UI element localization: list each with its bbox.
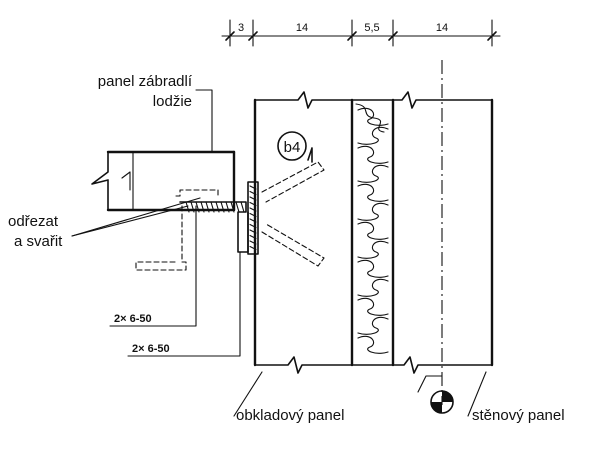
weld-hatch	[185, 185, 257, 251]
top-break-line-wall	[392, 91, 493, 109]
weld-hatch-line	[249, 218, 257, 223]
weld-hatch-line	[249, 196, 257, 201]
cut-weld-leader-1	[71, 197, 201, 237]
cut-weld-label-line2: a svařit	[14, 233, 63, 250]
cladding-panel-label: obkladový panel	[236, 407, 344, 424]
weld-hatch-line	[240, 201, 245, 213]
railing-panel-break-line	[91, 151, 109, 211]
anchor-bars	[261, 161, 325, 267]
railing-panel-mark	[121, 171, 131, 191]
weld-hatch-line	[249, 223, 257, 229]
weld-hatch-line	[205, 201, 210, 213]
weld-hatch-line	[210, 201, 215, 213]
dimension-tick-1	[225, 31, 235, 41]
weld-leader-upper	[109, 205, 197, 327]
weld-hatch-line	[249, 207, 257, 212]
cut-weld-label-line1: odřezat	[8, 213, 59, 230]
cladding-panel-leader	[233, 371, 263, 417]
level-symbol-quadrant-2	[431, 402, 442, 413]
weld-leader-lower	[127, 251, 241, 357]
weld-hatch-line	[215, 201, 220, 213]
weld-hatch-line	[230, 201, 235, 213]
dimension-tick-2	[248, 31, 258, 41]
insulation-squiggle	[357, 126, 389, 145]
insulation-layer	[357, 107, 389, 354]
dimension-chain: 3 14 5,5 14	[221, 19, 501, 47]
level-symbol-quadrant-1	[442, 391, 453, 402]
weld-hatch-line	[249, 201, 257, 207]
weld-hatch-line	[225, 201, 230, 213]
anchor-bar-upper	[261, 161, 325, 203]
weld-hatch-line	[185, 201, 190, 213]
top-break-line-cladding	[254, 91, 353, 109]
weld-hatch-line	[249, 240, 257, 245]
dimension-value-4: 14	[436, 22, 448, 34]
insulation-squiggle	[357, 145, 389, 164]
dimension-tick-4	[388, 31, 398, 41]
wall-panel-label: stěnový panel	[472, 407, 565, 424]
weld-symbol-lower: 2× 6-50	[132, 343, 170, 355]
detail-reference-mark	[307, 147, 313, 163]
bottom-break-line-cladding	[254, 356, 353, 374]
wall-assembly	[253, 60, 494, 405]
weld-hatch-line	[249, 245, 257, 251]
insulation-squiggle	[357, 164, 389, 183]
bottom-break-line-wall	[392, 356, 493, 374]
level-symbol-leader	[417, 375, 443, 393]
insulation-squiggle	[357, 316, 389, 335]
insulation-squiggle	[357, 202, 389, 221]
railing-panel-label-line1: panel zábradlí	[98, 73, 193, 90]
cut-weld-leader-2	[71, 205, 189, 237]
cladding-steel-plate	[247, 181, 259, 255]
weld-hatch-line	[200, 201, 205, 213]
dimension-value-2: 14	[296, 22, 308, 34]
anchor-bar-lower	[261, 223, 325, 267]
detail-reference-text: b4	[284, 139, 301, 156]
weld-hatch-line	[249, 190, 257, 196]
labels: panel zábradlí lodžie odřezat a svařit 2…	[8, 73, 565, 424]
weld-hatch-line	[249, 229, 257, 234]
dimension-tick-3	[347, 31, 357, 41]
insulation-squiggle	[357, 297, 389, 316]
insulation-hatch	[355, 103, 385, 133]
weld-hatch-line	[249, 185, 257, 190]
embedded-plate-lower	[135, 205, 187, 271]
railing-panel-label-line2: lodžie	[153, 93, 192, 110]
insulation-squiggle	[357, 335, 389, 354]
detail-reference: b4	[277, 131, 313, 163]
railing-panel-leader	[195, 89, 213, 153]
weld-hatch-line	[220, 201, 225, 213]
weld-symbol-upper: 2× 6-50	[114, 313, 152, 325]
dimension-tick-5	[487, 31, 497, 41]
steel-bracket	[135, 181, 259, 271]
weld-hatch-line	[249, 212, 257, 218]
dimension-value-1: 3	[238, 22, 244, 34]
insulation-squiggle	[357, 278, 389, 297]
embedded-plate-upper	[175, 189, 219, 199]
weld-hatch-line	[190, 201, 195, 213]
insulation-squiggle	[357, 183, 389, 202]
insulation-squiggle	[357, 221, 389, 240]
dimension-value-3: 5,5	[364, 22, 379, 34]
weld-hatch-line	[249, 234, 257, 240]
weld-hatch-line	[235, 201, 240, 213]
weld-hatch-line	[195, 201, 200, 213]
insulation-squiggle	[357, 107, 389, 126]
insulation-squiggle	[357, 240, 389, 259]
level-symbol	[417, 375, 454, 414]
wall-panel-leader	[467, 371, 487, 417]
detail-reference-circle	[277, 131, 307, 161]
insulation-squiggle	[357, 259, 389, 278]
